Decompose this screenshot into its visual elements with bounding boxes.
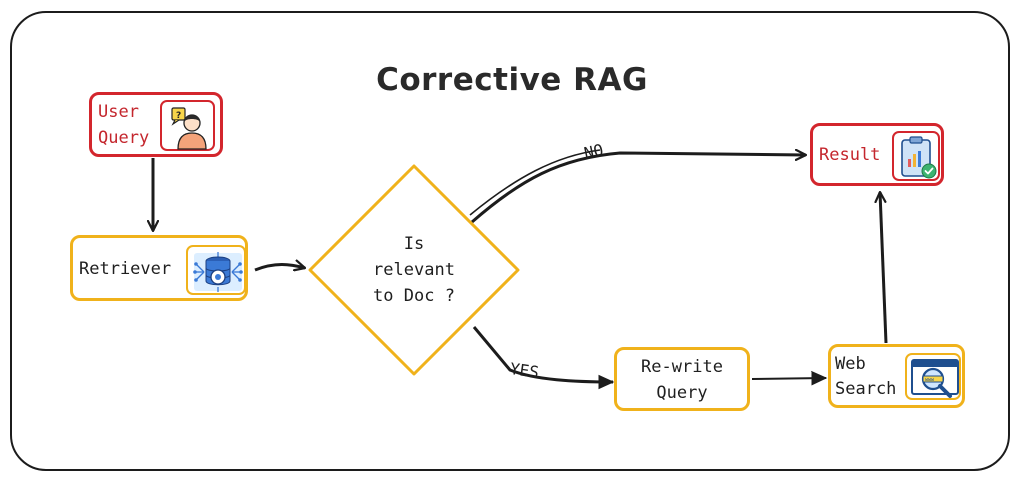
edge-decision-to-result-no [469,150,806,224]
web-search-node: Web Search www [828,344,965,408]
decision-label-line3: to Doc ? [373,286,455,306]
svg-text:www: www [925,377,935,383]
edge-label-yes: YES [508,359,541,382]
decision-label: Is relevant to Doc ? [340,231,488,309]
result-node: Result [810,123,944,186]
svg-text:?: ? [176,111,181,121]
decision-diamond [308,164,520,376]
edge-label-no: NO [582,140,606,163]
rewrite-label-line2: Query [656,383,708,403]
diagram-title: Corrective RAG [376,62,648,98]
user-query-node: User Query ? [89,92,223,157]
edge-websearch-to-result [880,192,888,344]
edge-decision-to-rewrite-yes [472,326,615,390]
web-search-icon: www [905,353,961,400]
diagram-frame [10,11,1010,471]
person-question-icon: ? [160,100,215,151]
result-label: Result [819,145,881,165]
edge-retriever-to-decision [254,265,305,272]
decision-label-line1: Is [403,234,425,254]
retriever-label: Retriever [79,259,172,279]
web-search-label-line2: Search [835,379,897,399]
rewrite-label-line1: Re-write [641,357,723,377]
retriever-node: Retriever [70,235,248,301]
clipboard-check-icon [892,131,940,181]
decision-label-line2: relevant [373,260,455,280]
database-network-icon [186,245,246,295]
web-search-label-line1: Web [835,354,866,374]
user-query-label-line2: Query [98,128,150,148]
edge-rewrite-to-websearch [751,370,828,386]
rewrite-query-node: Re-write Query [614,347,750,411]
user-query-label-line1: User [98,102,139,122]
